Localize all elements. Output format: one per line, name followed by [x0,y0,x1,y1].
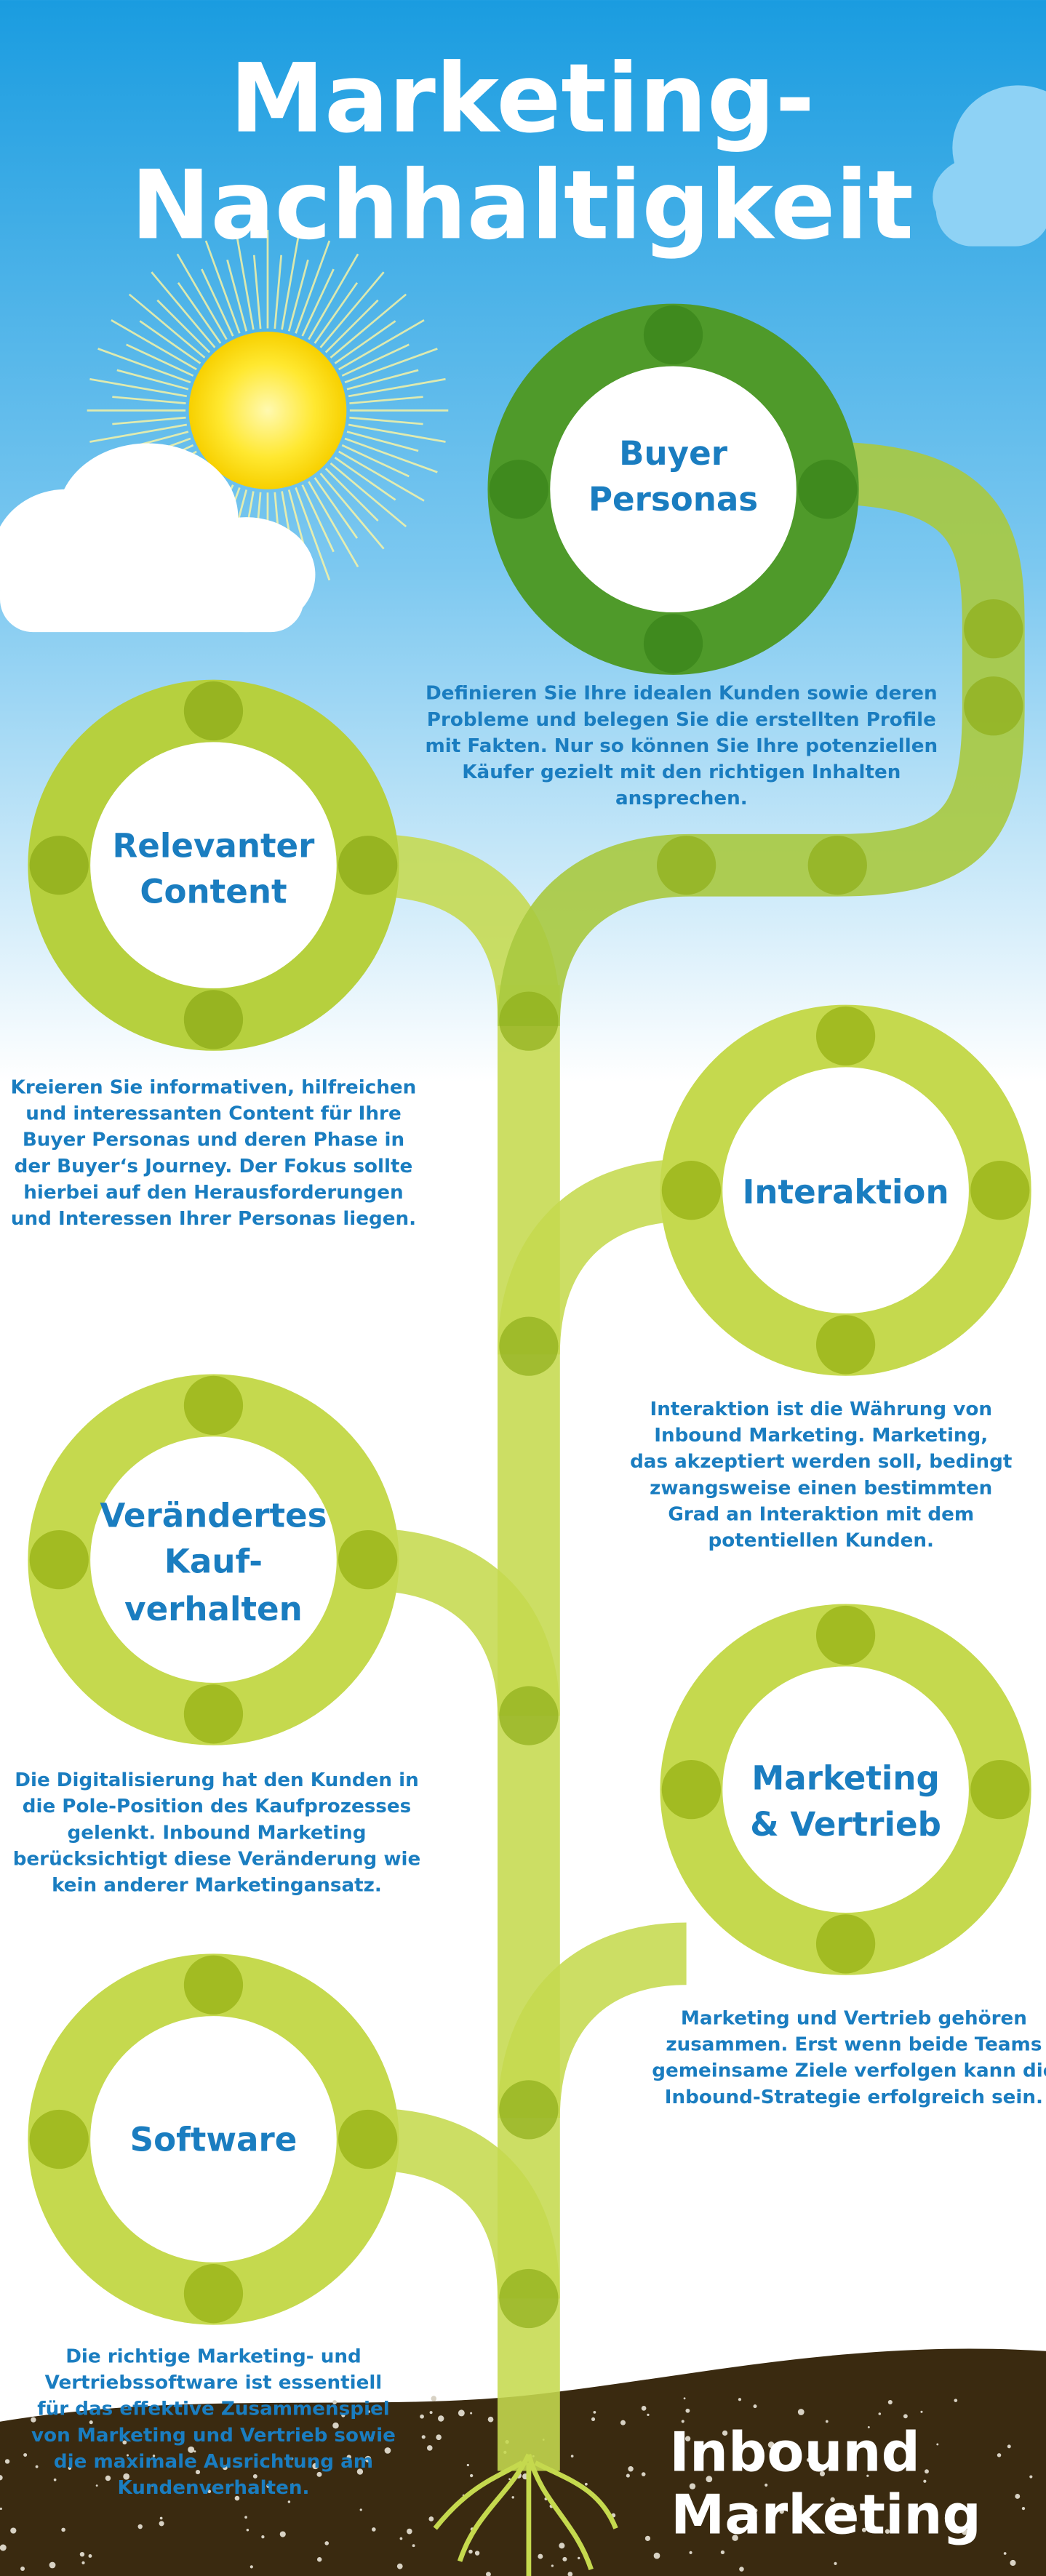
stage-title: Software [130,2120,298,2159]
stage-description: Vertriebssoftware ist essentiell [45,2372,383,2394]
stage-description: für das effektive Zusammenspiel [37,2399,389,2420]
stage-description: Grad an Interaktion mit dem [668,1503,974,1525]
stage-description: das akzeptiert werden soll, bedingt [630,1451,1012,1473]
ring-dot [338,2109,398,2169]
stage-title: Content [140,873,287,911]
ring-dot [338,1529,398,1590]
buyer-branch [498,441,1025,1027]
ring-dot [183,1375,244,1436]
cloud-left [0,443,316,633]
ring-dot [643,305,703,365]
ring-dot [661,1161,722,1220]
page-title-line1: Marketing- [230,43,815,154]
stage-description: Kundenverhalten. [117,2477,309,2499]
ring-dot [970,1161,1030,1220]
ring-dot [183,1684,244,1744]
stage-description: Inbound Marketing. Marketing, [654,1425,988,1447]
stage-description: hierbei auf den Herausforderungen [23,1182,403,1204]
ring-dot [815,1605,876,1665]
ring-dot [183,1955,244,2015]
ring-dot [183,990,244,1049]
stage-description: Käufer gezielt mit den richtigen Inhalte… [462,761,901,783]
stage-description: ansprechen. [615,788,748,809]
stage-description: potentiellen Kunden. [708,1530,934,1552]
ring-dot [815,1315,876,1375]
stage-description: gemeinsame Ziele verfolgen kann die [652,2060,1046,2082]
ring-dot [29,836,89,895]
page-title-line2: Nachhaltigkeit [131,149,914,260]
stage-description: Kreieren Sie informativen, hilfreichen [11,1076,417,1098]
ring-dot [183,2264,244,2324]
stage-description: und Interessen Ihrer Personas liegen. [11,1208,416,1230]
ring-dot [29,2109,89,2169]
stage-description: der Buyer‘s Journey. Der Fokus sollte [15,1156,413,1177]
stage-description: die Pole-Position des Kaufprozesses [23,1796,411,1817]
stage-title: Marketing [751,1759,939,1798]
stage-description: Die Digitalisierung hat den Kunden in [15,1769,418,1791]
stage-description: zwangsweise einen bestimmten [650,1477,992,1499]
ring-dot [338,836,398,895]
ring-dot [183,681,244,741]
ring-dot [815,1914,876,1974]
ring-dot [29,1529,89,1590]
stage-description: Probleme und belegen Sie die erstellten … [427,709,936,731]
soil-specks [0,2396,1033,2576]
stage-description: zusammen. Erst wenn beide Teams [666,2034,1042,2056]
stage-title: Interaktion [743,1173,949,1212]
cloud-right [933,85,1046,247]
sun-icon [188,332,347,489]
stage-description: und interessanten Content für Ihre [25,1103,402,1125]
stage-description: Buyer Personas und deren Phase in [23,1129,404,1151]
ring-dot [815,1006,876,1066]
ring-dot [643,614,703,673]
stage-title: Verändertes [100,1496,327,1535]
stem-joint-dots [499,599,1023,2329]
stage-description: Die richtige Marketing- und [65,2346,362,2368]
stage-description: kein anderer Marketingansatz. [52,1875,382,1897]
stage-title: Personas [588,480,758,519]
stage-description: Marketing und Vertrieb gehören [681,2007,1027,2029]
ring-dot [661,1760,722,1820]
stage-description: Definieren Sie Ihre idealen Kunden sowie… [426,683,938,705]
ring-dot [489,460,548,519]
stage-title: & Vertrieb [750,1805,941,1844]
roots-icon [433,2453,618,2576]
stage-description: die maximale Ausrichtung am [54,2451,373,2473]
footer-line2: Marketing [671,2483,981,2546]
stage-title: Relevanter [113,826,316,865]
stage-description: Interaktion ist die Währung von [650,1399,991,1420]
footer-line1: Inbound [669,2420,920,2484]
stage-description: berücksichtigt diese Veränderung wie [13,1848,421,1870]
ring-dot [970,1760,1030,1820]
stage-ring [28,679,399,1051]
stage-title: verhalten [124,1590,303,1628]
stage-title: Buyer [619,434,728,473]
stage-description: gelenkt. Inbound Marketing [68,1822,367,1844]
stage-description: Inbound-Strategie erfolgreich sein. [665,2087,1043,2108]
stage-title: Kauf- [164,1543,263,1581]
ring-dot [798,460,858,519]
stage-description: mit Fakten. Nur so können Sie Ihre poten… [426,735,938,757]
stage-description: von Marketing und Vertrieb sowie [31,2425,396,2447]
